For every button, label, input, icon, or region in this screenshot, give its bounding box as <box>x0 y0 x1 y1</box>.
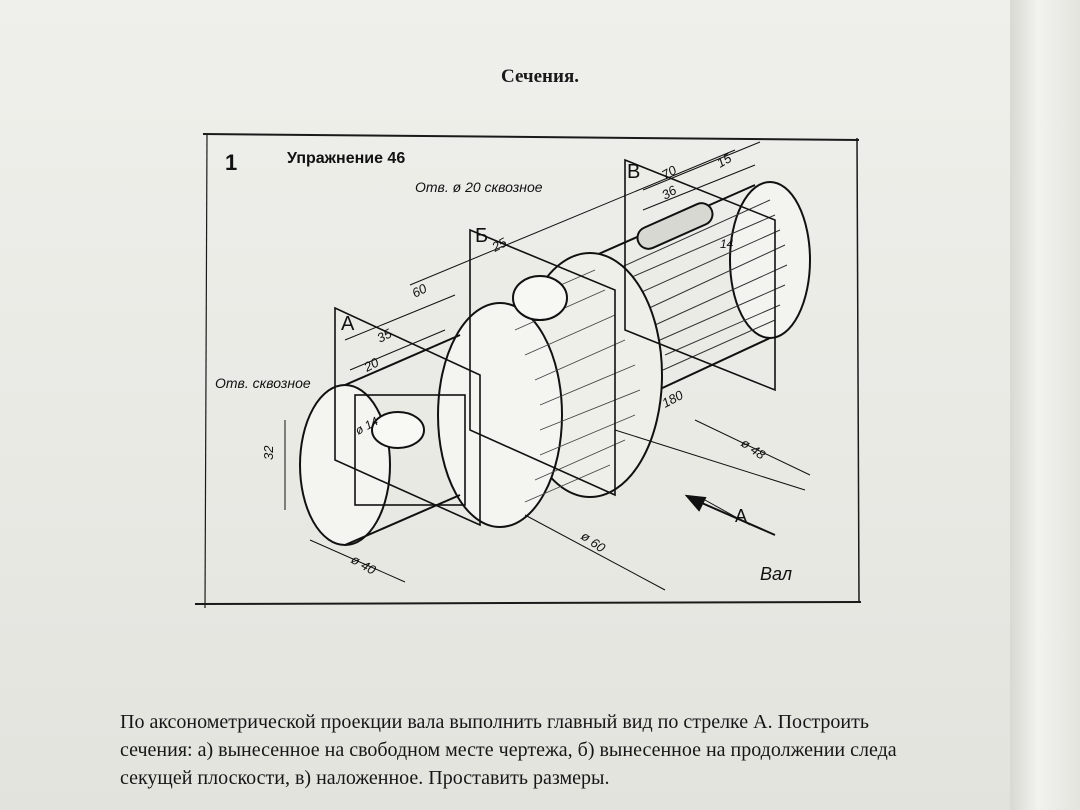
note-hole-20: Отв. ø 20 сквозное <box>415 179 543 195</box>
dim-20: 20 <box>360 354 381 375</box>
dim-60-top: 60 <box>409 280 429 300</box>
view-arrow-a <box>684 494 776 536</box>
dimension-lines <box>284 141 811 591</box>
cutting-planes <box>334 158 776 527</box>
dim-180: 180 <box>659 387 686 411</box>
dim-dia-48: ø 48 <box>738 435 769 463</box>
task-line-3: секущей плоскости, в) наложенное. Проста… <box>120 767 610 789</box>
task-text: По аксонометрической проекции вала выпол… <box>120 708 1050 792</box>
paper-stack-edge <box>1010 0 1080 810</box>
page-title: Сечения. <box>501 66 579 87</box>
dim-15: 15 <box>714 150 735 171</box>
section-label-b: Б <box>475 225 488 247</box>
section-label-a: А <box>341 313 355 335</box>
section-label-v: В <box>627 161 640 183</box>
shaft-right-cylinder <box>584 181 811 411</box>
drawing-frame <box>195 133 862 609</box>
part-name: Вал <box>760 564 792 584</box>
shaft-drawing: 1 Упражнение 46 Отв. ø 20 сквозное Отв. … <box>195 133 862 609</box>
dim-70: 70 <box>659 162 680 183</box>
dim-32: 32 <box>261 445 276 460</box>
dim-25: 25 <box>488 234 509 255</box>
task-line-2: сечения: а) вынесенное на свободном мест… <box>120 739 897 761</box>
shaft-collar <box>437 252 663 528</box>
dim-36: 36 <box>659 182 680 203</box>
note-hole-through: Отв. сквозное <box>215 375 311 391</box>
figure-number: 1 <box>225 150 237 175</box>
arrow-label-a: А <box>735 506 747 526</box>
dim-dia-40: ø 40 <box>349 552 380 578</box>
exercise-label: Упражнение 46 <box>287 150 405 167</box>
dim-14-slot: 14 <box>720 237 734 251</box>
task-line-1: По аксонометрической проекции вала выпол… <box>120 711 869 733</box>
keyway-slot <box>636 202 714 250</box>
